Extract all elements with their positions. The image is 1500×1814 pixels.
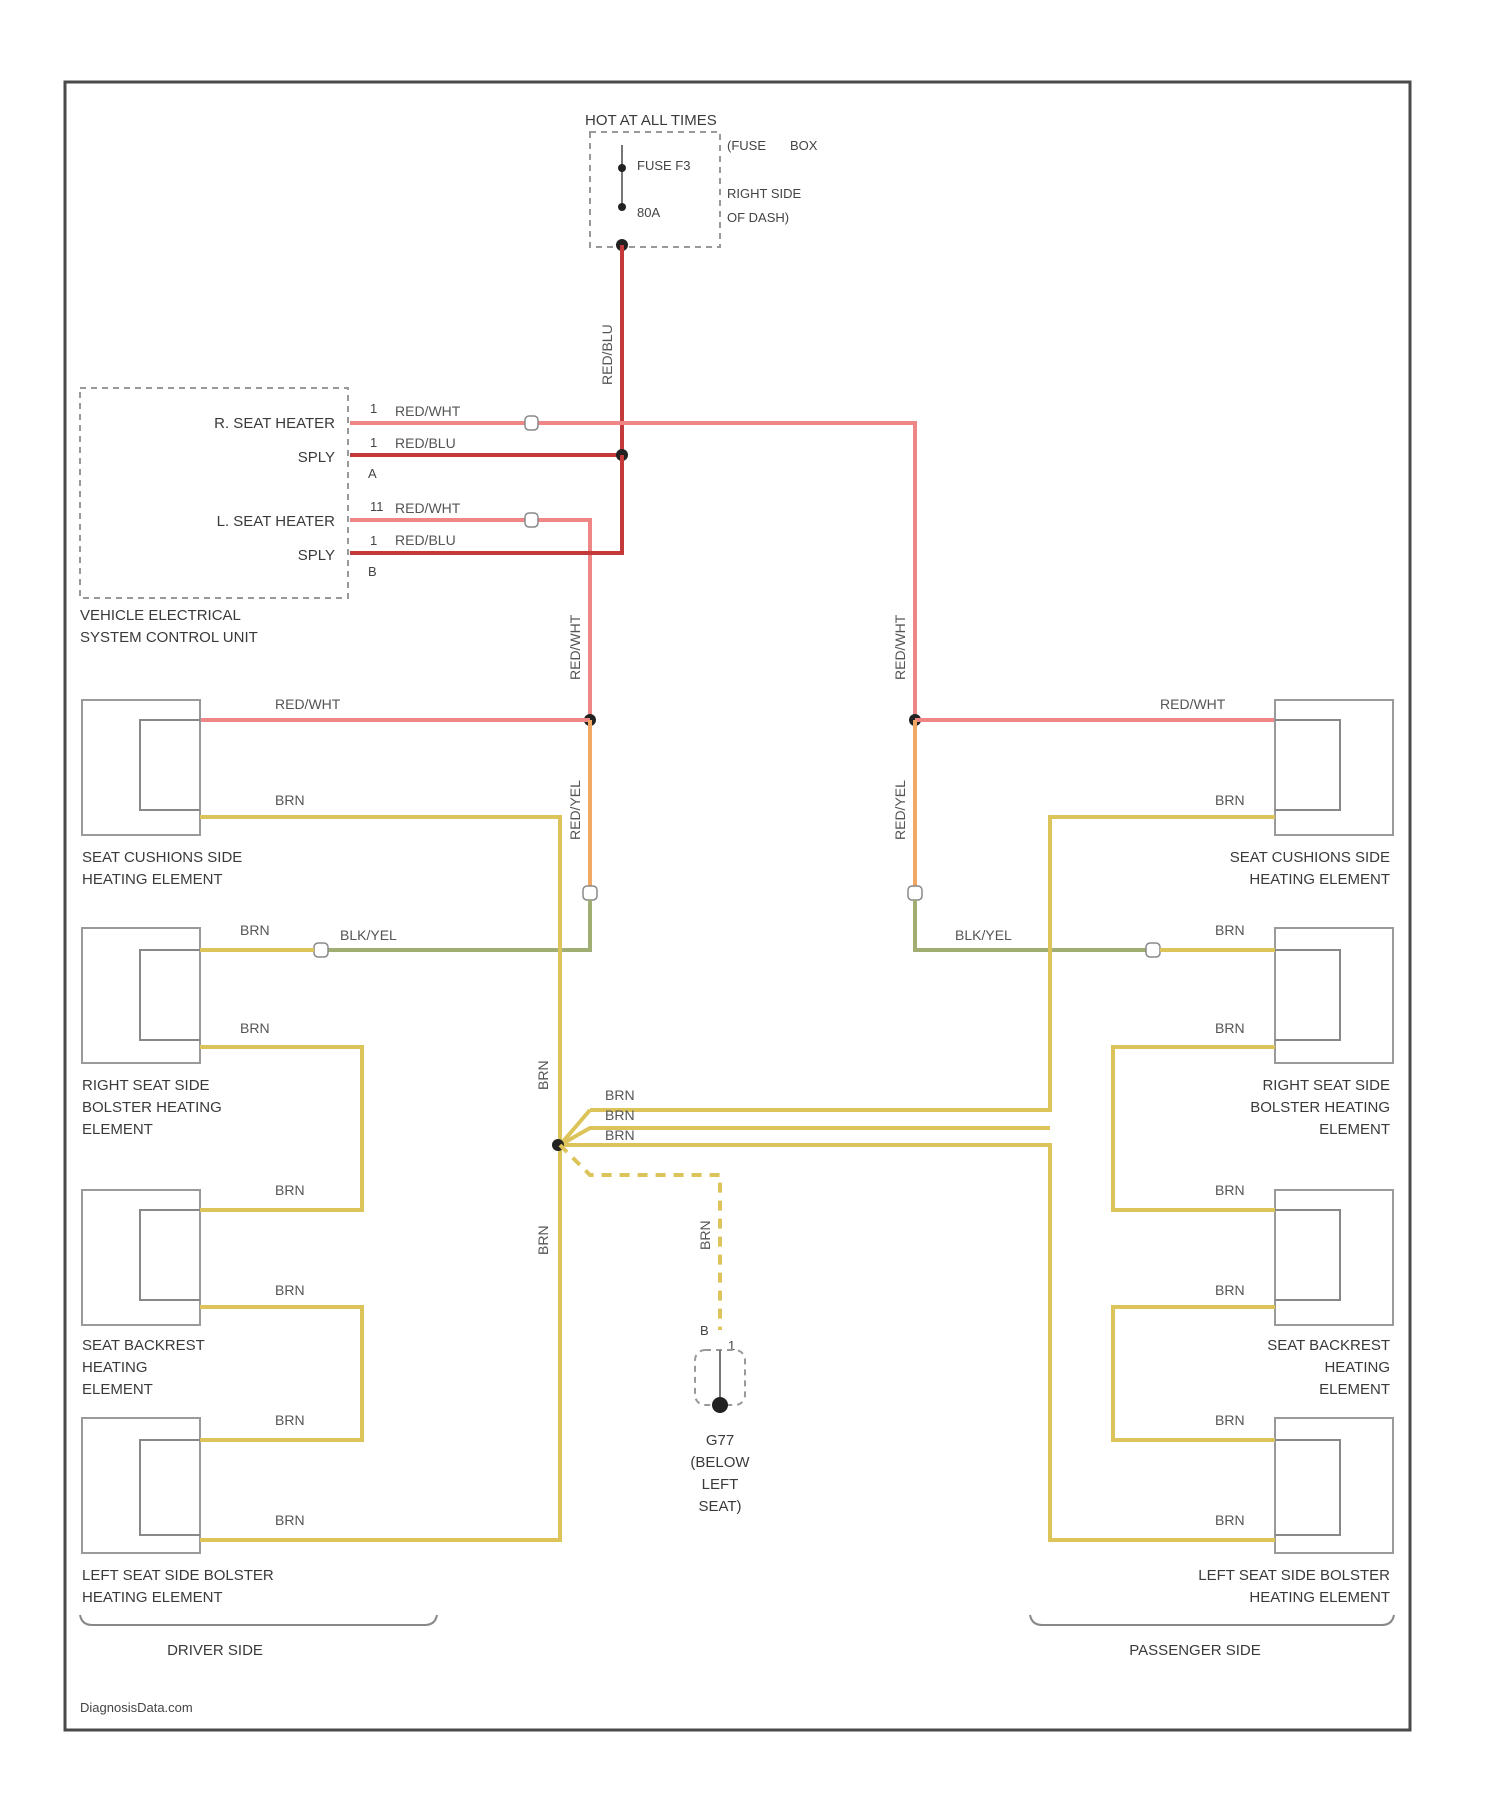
footer-watermark: DiagnosisData.com xyxy=(80,1700,193,1715)
ecu-wire-4: RED/BLU xyxy=(395,532,456,548)
control-unit-name-1: VEHICLE ELECTRICAL xyxy=(80,607,241,624)
svg-text:SEAT CUSHIONS SIDE: SEAT CUSHIONS SIDE xyxy=(1230,849,1390,866)
ground-label-3: LEFT xyxy=(702,1476,739,1493)
svg-text:BRN: BRN xyxy=(1215,922,1245,938)
driver-side-label: DRIVER SIDE xyxy=(167,1642,263,1659)
driver-element-4: LEFT SEAT SIDE BOLSTER HEATING ELEMENT xyxy=(82,1418,274,1606)
svg-text:ELEMENT: ELEMENT xyxy=(82,1121,153,1138)
fuse-wire-label: RED/BLU xyxy=(599,324,615,385)
l-seat-heater-label: L. SEAT HEATER xyxy=(217,513,336,530)
passenger-element-2: RIGHT SEAT SIDE BOLSTER HEATING ELEMENT xyxy=(1250,928,1393,1138)
ecu-wire-1: RED/WHT xyxy=(395,403,461,419)
pin-r-supply: 1 xyxy=(370,435,377,450)
svg-text:HEATING ELEMENT: HEATING ELEMENT xyxy=(82,1589,223,1606)
svg-text:BRN: BRN xyxy=(605,1107,635,1123)
fuse-location-1: (FUSE xyxy=(727,138,766,153)
brn-label: BRN xyxy=(275,792,305,808)
pin-l-supply: 1 xyxy=(370,533,377,548)
svg-text:ELEMENT: ELEMENT xyxy=(1319,1381,1390,1398)
control-unit-name-2: SYSTEM CONTROL UNIT xyxy=(80,629,258,646)
svg-text:BRN: BRN xyxy=(605,1127,635,1143)
svg-text:ELEMENT: ELEMENT xyxy=(1319,1121,1390,1138)
svg-text:BRN: BRN xyxy=(275,1182,305,1198)
ground-label-4: SEAT) xyxy=(698,1498,741,1515)
svg-text:BRN: BRN xyxy=(240,1020,270,1036)
r-seat-heater-label: R. SEAT HEATER xyxy=(214,415,335,432)
passenger-top-wire-label: RED/WHT xyxy=(1160,696,1226,712)
passenger-element-3: SEAT BACKREST HEATING ELEMENT xyxy=(1267,1190,1393,1398)
svg-text:BRN: BRN xyxy=(1215,792,1245,808)
svg-text:RIGHT SEAT SIDE: RIGHT SEAT SIDE xyxy=(82,1077,210,1094)
svg-text:HEATING: HEATING xyxy=(1324,1359,1390,1376)
ecu-wire-3: RED/WHT xyxy=(395,500,461,516)
svg-text:BRN: BRN xyxy=(240,922,270,938)
fuse-location-4: OF DASH) xyxy=(727,210,789,225)
driver-green-wire-label: BLK/YEL xyxy=(340,927,397,943)
plug-b: B xyxy=(368,564,377,579)
passenger-side-label: PASSENGER SIDE xyxy=(1129,1642,1260,1659)
svg-text:BRN: BRN xyxy=(535,1225,551,1255)
svg-text:LEFT SEAT SIDE BOLSTER: LEFT SEAT SIDE BOLSTER xyxy=(82,1567,274,1584)
svg-text:LEFT SEAT SIDE BOLSTER: LEFT SEAT SIDE BOLSTER xyxy=(1198,1567,1390,1584)
passenger-orange-wire-label: RED/YEL xyxy=(892,780,908,840)
svg-text:BRN: BRN xyxy=(275,1412,305,1428)
ground-label-1: G77 xyxy=(706,1432,734,1449)
r-seat-supply-label: SPLY xyxy=(298,449,335,466)
driver-orange-wire-label: RED/YEL xyxy=(567,780,583,840)
driver-element-1-label-a: SEAT CUSHIONS SIDE xyxy=(82,849,242,866)
control-unit: R. SEAT HEATER SPLY L. SEAT HEATER SPLY … xyxy=(80,388,384,646)
svg-text:BRN: BRN xyxy=(697,1220,713,1250)
svg-text:SEAT BACKREST: SEAT BACKREST xyxy=(1267,1337,1390,1354)
driver-element-3: SEAT BACKREST HEATING ELEMENT xyxy=(82,1190,205,1398)
pin-l-heater: 11 xyxy=(370,499,384,514)
driver-element-2: RIGHT SEAT SIDE BOLSTER HEATING ELEMENT xyxy=(82,928,222,1138)
fuse-amperage: 80A xyxy=(637,205,660,220)
svg-text:BRN: BRN xyxy=(535,1060,551,1090)
svg-text:BOLSTER HEATING: BOLSTER HEATING xyxy=(1250,1099,1390,1116)
svg-text:BRN: BRN xyxy=(1215,1282,1245,1298)
passenger-green-wire-label: BLK/YEL xyxy=(955,927,1012,943)
svg-text:ELEMENT: ELEMENT xyxy=(82,1381,153,1398)
driver-vertical-wire-label: RED/WHT xyxy=(567,614,583,680)
driver-element-1-label-b: HEATING ELEMENT xyxy=(82,871,223,888)
svg-text:BOLSTER HEATING: BOLSTER HEATING xyxy=(82,1099,222,1116)
fuse-location-2: BOX xyxy=(790,138,818,153)
fuse-block: HOT AT ALL TIMES FUSE F3 80A (FUSE BOX R… xyxy=(585,112,818,251)
svg-text:BRN: BRN xyxy=(1215,1512,1245,1528)
hot-at-all-times-label: HOT AT ALL TIMES xyxy=(585,112,717,129)
passenger-element-1: SEAT CUSHIONS SIDE HEATING ELEMENT xyxy=(1230,700,1393,888)
svg-text:HEATING ELEMENT: HEATING ELEMENT xyxy=(1249,1589,1390,1606)
ground-plug: B xyxy=(700,1323,709,1338)
passenger-vertical-wire-label: RED/WHT xyxy=(892,614,908,680)
pin-r-heater: 1 xyxy=(370,401,377,416)
ground-label-2: (BELOW xyxy=(690,1454,750,1471)
svg-text:BRN: BRN xyxy=(275,1512,305,1528)
svg-text:BRN: BRN xyxy=(275,1282,305,1298)
fuse-location-3: RIGHT SIDE xyxy=(727,186,801,201)
svg-text:HEATING ELEMENT: HEATING ELEMENT xyxy=(1249,871,1390,888)
fuse-name: FUSE F3 xyxy=(637,158,690,173)
driver-element-1: SEAT CUSHIONS SIDE HEATING ELEMENT xyxy=(82,700,242,888)
l-seat-supply-label: SPLY xyxy=(298,547,335,564)
svg-text:RIGHT SEAT SIDE: RIGHT SEAT SIDE xyxy=(1262,1077,1390,1094)
svg-text:BRN: BRN xyxy=(1215,1182,1245,1198)
svg-text:SEAT BACKREST: SEAT BACKREST xyxy=(82,1337,205,1354)
ground-point: B 1 G77 (BELOW LEFT SEAT) xyxy=(690,1323,750,1515)
driver-top-wire-label: RED/WHT xyxy=(275,696,341,712)
svg-text:HEATING: HEATING xyxy=(82,1359,148,1376)
svg-text:BRN: BRN xyxy=(1215,1412,1245,1428)
ecu-wire-2: RED/BLU xyxy=(395,435,456,451)
svg-text:BRN: BRN xyxy=(1215,1020,1245,1036)
svg-text:BRN: BRN xyxy=(605,1087,635,1103)
plug-a: A xyxy=(368,466,377,481)
